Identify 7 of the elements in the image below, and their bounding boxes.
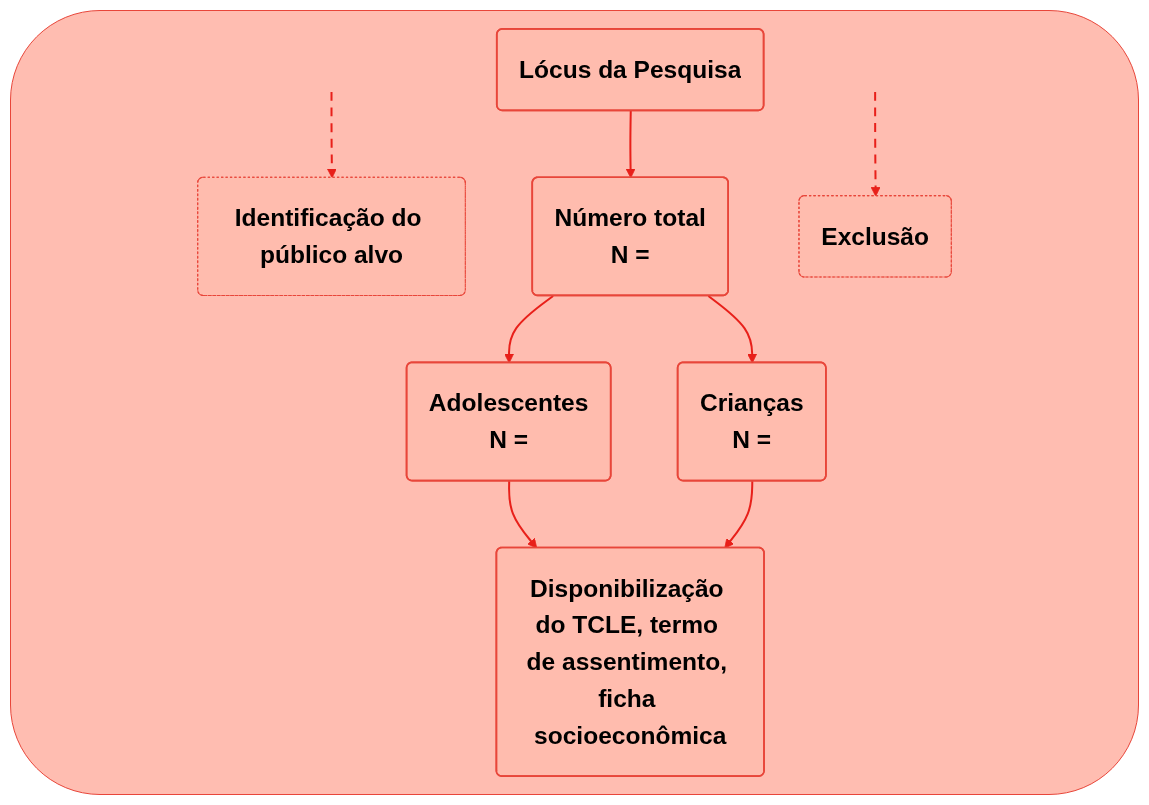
arrow [707,295,758,364]
arrow [724,481,754,549]
arrow [508,481,538,549]
arrow [870,91,881,197]
arrow [327,91,337,179]
arrow [504,295,554,364]
arrow [625,110,636,179]
